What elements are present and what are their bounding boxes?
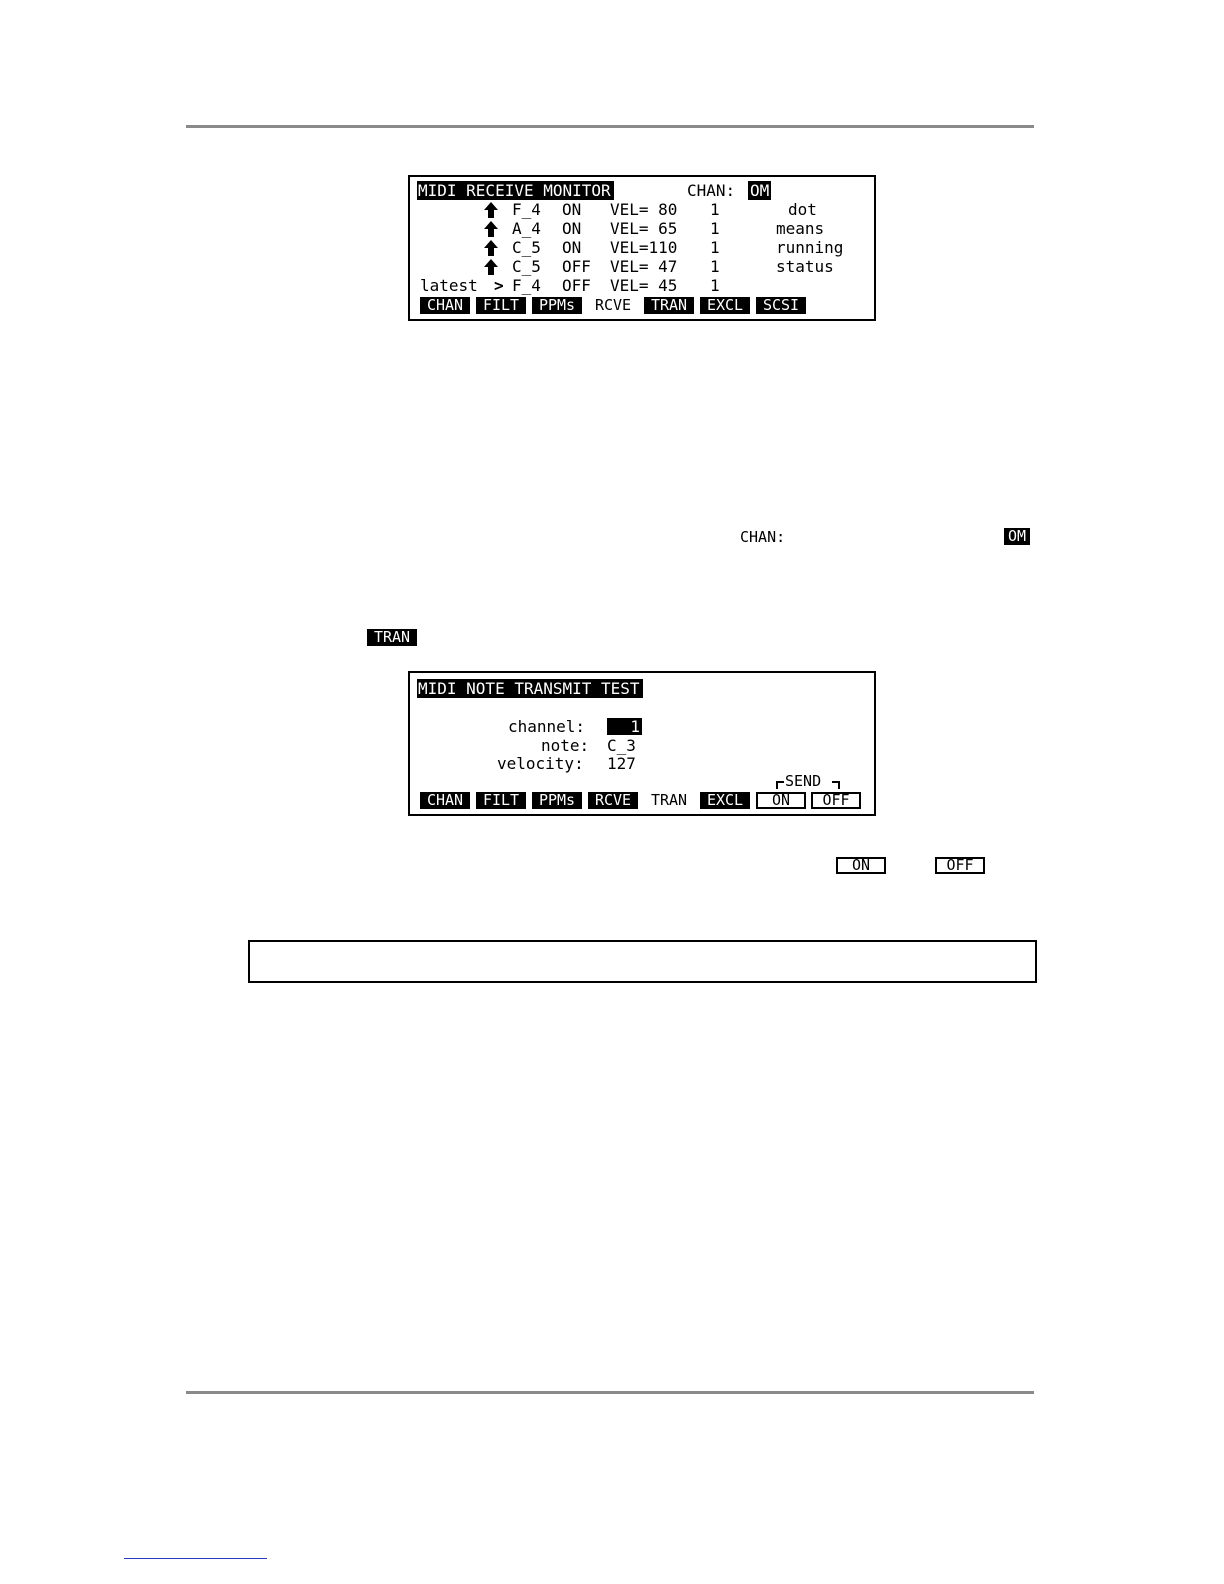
inline-om-chip: OM bbox=[1004, 528, 1031, 545]
row-state: ON bbox=[562, 200, 582, 219]
inline-tran-chip: TRAN bbox=[367, 629, 417, 646]
velocity-label: velocity: bbox=[497, 754, 584, 773]
channel-field[interactable]: 1 bbox=[607, 718, 642, 735]
screen-title: MIDI NOTE TRANSMIT TEST bbox=[417, 679, 643, 698]
softkey-rcve[interactable]: RCVE bbox=[594, 296, 632, 314]
softkey-filt[interactable]: FILT bbox=[476, 792, 526, 809]
chan-label: CHAN: bbox=[687, 181, 736, 200]
softkey-chan[interactable]: CHAN bbox=[420, 297, 470, 314]
softkey-excl[interactable]: EXCL bbox=[700, 297, 750, 314]
side-note: dot bbox=[788, 200, 817, 219]
row-channel: 1 bbox=[710, 276, 720, 295]
send-bracket-right-icon bbox=[832, 781, 840, 789]
latest-marker: > bbox=[494, 276, 504, 295]
inline-chan-label: CHAN: bbox=[740, 528, 786, 546]
row-state: ON bbox=[562, 219, 582, 238]
running-status-arrow-icon bbox=[484, 221, 498, 237]
inline-off-chip: OFF bbox=[935, 857, 985, 874]
row-channel: 1 bbox=[710, 238, 720, 257]
row-channel: 1 bbox=[710, 257, 720, 276]
latest-label: latest bbox=[420, 276, 478, 295]
row-note: C_5 bbox=[512, 257, 541, 276]
channel-label: channel: bbox=[508, 717, 586, 736]
note-label: note: bbox=[541, 736, 590, 755]
side-note: means bbox=[776, 219, 825, 238]
midi-receive-monitor-screen: MIDI RECEIVE MONITOR CHAN: OM F_4 ON VEL… bbox=[408, 175, 876, 321]
row-state: ON bbox=[562, 238, 582, 257]
softkey-ppms[interactable]: PPMs bbox=[532, 297, 582, 314]
velocity-field[interactable]: 127 bbox=[607, 754, 636, 773]
softkey-ppms[interactable]: PPMs bbox=[532, 792, 582, 809]
running-status-arrow-icon bbox=[484, 240, 498, 256]
row-state: OFF bbox=[562, 257, 591, 276]
chan-value[interactable]: OM bbox=[748, 181, 772, 200]
softkey-scsi[interactable]: SCSI bbox=[756, 297, 806, 314]
softkey-send-off[interactable]: OFF bbox=[811, 792, 861, 809]
softkey-tran[interactable]: TRAN bbox=[644, 297, 694, 314]
footer-link-underline[interactable] bbox=[124, 1558, 267, 1559]
row-velocity: VEL= 65 bbox=[610, 219, 678, 238]
send-label: SEND bbox=[785, 772, 822, 790]
midi-note-transmit-screen: MIDI NOTE TRANSMIT TEST channel: 1 note:… bbox=[408, 671, 876, 816]
note-box bbox=[248, 940, 1037, 983]
softkey-filt[interactable]: FILT bbox=[476, 297, 526, 314]
footer-rule bbox=[186, 1391, 1034, 1394]
row-velocity: VEL=110 bbox=[610, 238, 678, 257]
screen-title: MIDI RECEIVE MONITOR bbox=[417, 181, 614, 200]
row-note: A_4 bbox=[512, 219, 541, 238]
running-status-arrow-icon bbox=[484, 202, 498, 218]
softkey-tran[interactable]: TRAN bbox=[650, 791, 688, 809]
side-note: running bbox=[776, 238, 844, 257]
softkey-send-on[interactable]: ON bbox=[756, 792, 806, 809]
softkey-chan[interactable]: CHAN bbox=[420, 792, 470, 809]
row-velocity: VEL= 45 bbox=[610, 276, 678, 295]
row-channel: 1 bbox=[710, 200, 720, 219]
send-bracket-left-icon bbox=[776, 781, 784, 789]
row-velocity: VEL= 47 bbox=[610, 257, 678, 276]
row-velocity: VEL= 80 bbox=[610, 200, 678, 219]
row-note: F_4 bbox=[512, 276, 541, 295]
running-status-arrow-icon bbox=[484, 259, 498, 275]
row-state: OFF bbox=[562, 276, 591, 295]
header-rule bbox=[186, 125, 1034, 128]
softkey-rcve[interactable]: RCVE bbox=[588, 792, 638, 809]
inline-on-chip: ON bbox=[836, 857, 886, 874]
row-note: C_5 bbox=[512, 238, 541, 257]
softkey-excl[interactable]: EXCL bbox=[700, 792, 750, 809]
row-note: F_4 bbox=[512, 200, 541, 219]
side-note: status bbox=[776, 257, 834, 276]
row-channel: 1 bbox=[710, 219, 720, 238]
note-field[interactable]: C_3 bbox=[607, 736, 636, 755]
